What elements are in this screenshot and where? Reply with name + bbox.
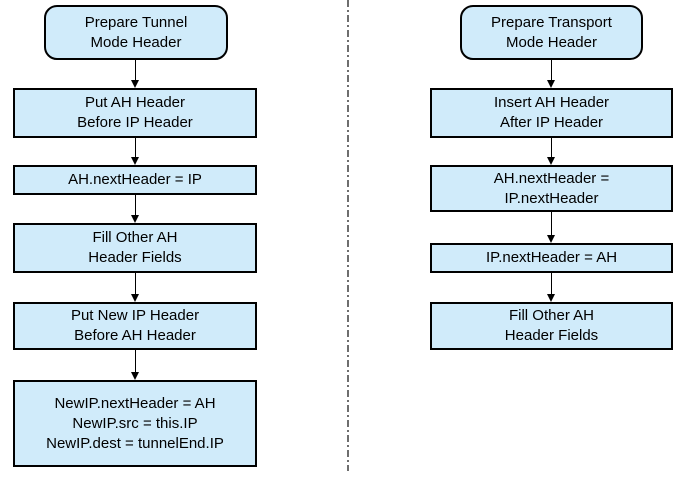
- transport-step-ip-nextheader: IP.nextHeader = AH: [430, 243, 673, 273]
- tunnel-arrow-5: [131, 350, 140, 380]
- transport-step-insert-ah-header: Insert AH Header After IP Header: [430, 88, 673, 138]
- transport-arrow-1: [547, 60, 556, 88]
- transport-step-ah-nextheader: AH.nextHeader = IP.nextHeader: [430, 165, 673, 212]
- tunnel-step-ah-nextheader: AH.nextHeader = IP: [13, 165, 257, 195]
- transport-step-fill-other-fields: Fill Other AH Header Fields: [430, 302, 673, 350]
- tunnel-arrow-1: [131, 60, 140, 88]
- tunnel-step-fill-other-fields: Fill Other AH Header Fields: [13, 223, 257, 273]
- tunnel-step-newip-assignments: NewIP.nextHeader = AH NewIP.src = this.I…: [13, 380, 257, 467]
- transport-arrow-3: [547, 212, 556, 243]
- tunnel-arrow-2: [131, 138, 140, 165]
- tunnel-step-start: Prepare Tunnel Mode Header: [44, 5, 228, 60]
- tunnel-step-put-ah-header: Put AH Header Before IP Header: [13, 88, 257, 138]
- transport-step-start: Prepare Transport Mode Header: [460, 5, 643, 60]
- tunnel-step-put-new-ip-header: Put New IP Header Before AH Header: [13, 302, 257, 350]
- tunnel-arrow-3: [131, 195, 140, 223]
- transport-arrow-2: [547, 138, 556, 165]
- tunnel-arrow-4: [131, 273, 140, 302]
- column-divider: [347, 0, 349, 471]
- transport-arrow-4: [547, 273, 556, 302]
